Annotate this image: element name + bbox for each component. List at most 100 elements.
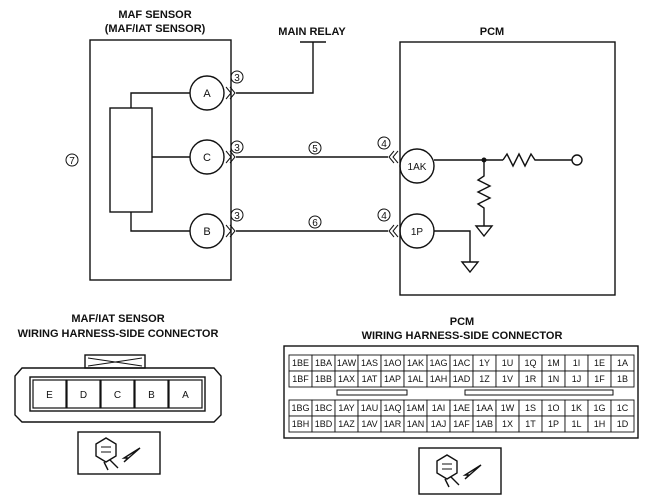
pcm-terminal-1p: 1P: [399, 213, 435, 249]
pcm-pin-label: 1BA: [315, 358, 332, 368]
pcm-terminal-1ak-label: 1AK: [408, 162, 427, 173]
pcm-pin-label: 1BD: [315, 419, 333, 429]
main-relay-wire: [236, 42, 314, 94]
maf-connector-pin-label: C: [114, 390, 121, 401]
pcm-pin-label: 1C: [617, 403, 629, 413]
pcm-title: PCM: [480, 26, 504, 38]
connector-chevron-b: [225, 224, 236, 238]
pcm-pin-label: 1D: [617, 419, 629, 429]
pcm-pin-label: 1AX: [338, 374, 355, 384]
maf-pin-ref-c: 3: [230, 140, 244, 154]
pcm-pin-ref-1ak: 4: [377, 136, 391, 150]
pcm-pin-cell: [610, 415, 635, 433]
pcm-connector-keys: [336, 389, 614, 396]
pcm-pin-label: 1AM: [406, 403, 425, 413]
maf-connector-pin-label: B: [148, 390, 155, 401]
pcm-pin-label: 1AP: [384, 374, 401, 384]
pcm-connector-subtitle: WIRING HARNESS-SIDE CONNECTOR: [362, 330, 563, 342]
pcm-pin-label: 1O: [547, 403, 559, 413]
pcm-pin-label: 1AY: [338, 403, 354, 413]
pcm-pin-label: 1G: [593, 403, 605, 413]
pcm-pin-label: 1AQ: [383, 403, 401, 413]
pcm-connector-outline: [283, 345, 639, 439]
maf-connector-pin-d: [66, 379, 101, 409]
pcm-series-resistor: [502, 152, 572, 168]
pcm-pin-label: 1AF: [453, 419, 470, 429]
pcm-pin-label: 1AS: [361, 358, 378, 368]
pcm-pin-label: 1Y: [479, 358, 490, 368]
pcm-ground-upper: [474, 225, 494, 238]
pcm-pin-label: 1L: [571, 419, 581, 429]
pcm-pin-label: 1AH: [430, 374, 448, 384]
pcm-pin-label: 1AE: [453, 403, 470, 413]
maf-connector-pin-b: [134, 379, 169, 409]
maf-sensor-subtitle: (MAF/IAT SENSOR): [105, 23, 206, 35]
pcm-pulldown-resistor: [476, 160, 492, 226]
maf-terminal-b: B: [189, 213, 225, 249]
pcm-pin-label: 1AU: [361, 403, 379, 413]
element-upper-lead: [130, 92, 190, 108]
side-ref-badge: 7: [65, 153, 79, 167]
pcm-pin-label: 1T: [525, 419, 536, 429]
maf-pin-ref-b: 3: [230, 208, 244, 222]
pcm-pin-label: 1AO: [383, 358, 401, 368]
maf-connector-pin-e: [32, 379, 67, 409]
pcm-pin-label: 1AC: [453, 358, 471, 368]
pcm-pin-label: 1Z: [479, 374, 490, 384]
maf-terminal-a-label: A: [203, 88, 211, 100]
pcm-box: [399, 41, 616, 296]
pcm-pin-label: 1I: [573, 358, 581, 368]
pcm-pin-label: 1AV: [361, 419, 377, 429]
pcm-pin-ref-1p: 4: [377, 208, 391, 222]
pcm-pin-label: 1M: [547, 358, 560, 368]
maf-sensing-element: [109, 107, 153, 213]
maf-pin-ref-b-label: 3: [234, 211, 240, 222]
pcm-pin-label: 1B: [617, 374, 628, 384]
maf-pin-ref-c-label: 3: [234, 143, 240, 154]
pcm-pin-label: 1BE: [292, 358, 309, 368]
wire-ref-6-label: 6: [312, 218, 318, 229]
pcm-pin-label: 1X: [502, 419, 513, 429]
maf-terminal-a: A: [189, 75, 225, 111]
pcm-chevron-1p: [388, 224, 399, 238]
pcm-pin-label: 1P: [548, 419, 559, 429]
pcm-pin-label: 1BB: [315, 374, 332, 384]
pcm-pin-label: 1BG: [291, 403, 309, 413]
maf-connector-title: MAF/IAT SENSOR: [71, 313, 164, 325]
pcm-pin-label: 1AJ: [431, 419, 447, 429]
connector-chevron-a: [225, 86, 236, 100]
maf-connector-pin-label: E: [46, 390, 53, 401]
maf-connector-pin-label: D: [80, 390, 87, 401]
main-relay-label: MAIN RELAY: [278, 26, 346, 38]
pcm-terminal-1ak: 1AK: [399, 148, 435, 184]
pcm-pin-label: 1AK: [407, 358, 424, 368]
pcm-pin-ref-1ak-label: 4: [381, 139, 387, 150]
pcm-chevron-1ak: [388, 150, 399, 164]
pcm-pin-ref-1p-label: 4: [381, 211, 387, 222]
pcm-pin-cell: [610, 370, 635, 388]
pcm-pin-label: 1K: [571, 403, 582, 413]
pcm-pin-label: 1AI: [432, 403, 446, 413]
pcm-ground-lower: [460, 261, 480, 274]
pcm-pin-label: 1Q: [524, 358, 536, 368]
pcm-pin-label: 1AR: [384, 419, 402, 429]
maf-terminal-c: C: [189, 139, 225, 175]
pcm-connector-view-icon: [418, 447, 502, 495]
pcm-pin-label: 1S: [525, 403, 536, 413]
pcm-pin-label: 1AZ: [338, 419, 355, 429]
maf-connector-body: [14, 354, 222, 423]
pcm-pin-label: 1AA: [476, 403, 493, 413]
pcm-pin-label: 1AD: [453, 374, 471, 384]
pcm-pin-label: 1N: [548, 374, 560, 384]
pcm-pin-label: 1AW: [337, 358, 357, 368]
pcm-terminal-1p-label: 1P: [411, 227, 424, 238]
pcm-pin-label: 1E: [594, 358, 605, 368]
pcm-pin-label: 1F: [594, 374, 605, 384]
connector-chevron-c: [225, 150, 236, 164]
pcm-pin-label: 1BC: [315, 403, 333, 413]
maf-connector-pin-c: [100, 379, 135, 409]
